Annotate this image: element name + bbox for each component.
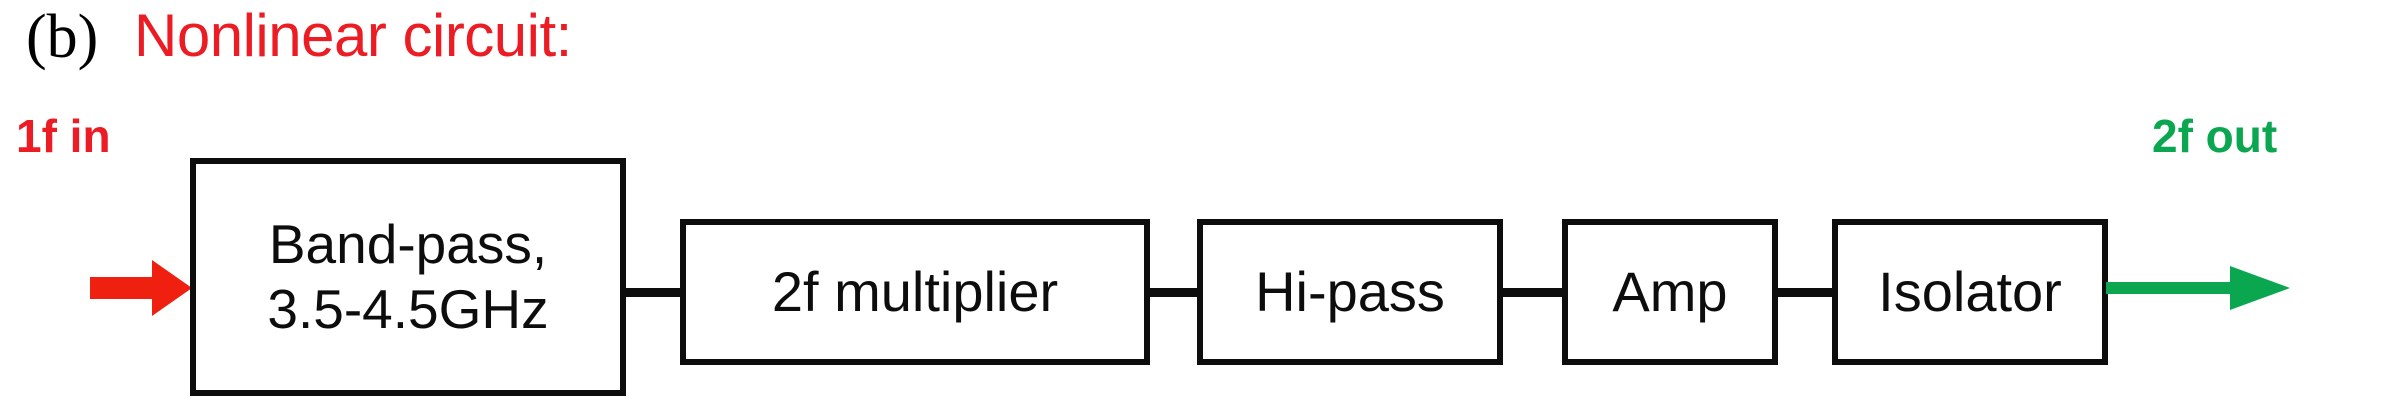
input-arrow-icon bbox=[90, 260, 192, 316]
input-port-label: 1f in bbox=[16, 110, 111, 162]
output-port-label: 2f out bbox=[2152, 110, 2278, 162]
connector-wire-3 bbox=[1501, 288, 1564, 297]
block-2f-multiplier-label: 2f multiplier bbox=[771, 259, 1059, 323]
block-amp-label: Amp bbox=[1612, 259, 1728, 323]
block-amp[interactable]: Amp bbox=[1562, 219, 1778, 365]
connector-wire-1 bbox=[624, 288, 682, 297]
block-hi-pass-label: Hi-pass bbox=[1255, 259, 1445, 323]
block-band-pass-line2: 3.5-4.5GHz bbox=[267, 278, 549, 340]
connector-wire-2 bbox=[1148, 288, 1199, 297]
block-band-pass[interactable]: Band-pass, 3.5-4.5GHz bbox=[190, 158, 626, 396]
block-hi-pass[interactable]: Hi-pass bbox=[1197, 219, 1503, 365]
output-arrow-icon bbox=[2106, 266, 2290, 310]
figure-title: Nonlinear circuit: bbox=[134, 2, 572, 69]
block-2f-multiplier[interactable]: 2f multiplier bbox=[680, 219, 1150, 365]
block-band-pass-line1: Band-pass, bbox=[268, 213, 548, 276]
connector-wire-4 bbox=[1776, 288, 1834, 297]
panel-letter: (b) bbox=[26, 3, 99, 71]
block-isolator[interactable]: Isolator bbox=[1832, 219, 2108, 365]
block-isolator-label: Isolator bbox=[1878, 259, 2062, 323]
